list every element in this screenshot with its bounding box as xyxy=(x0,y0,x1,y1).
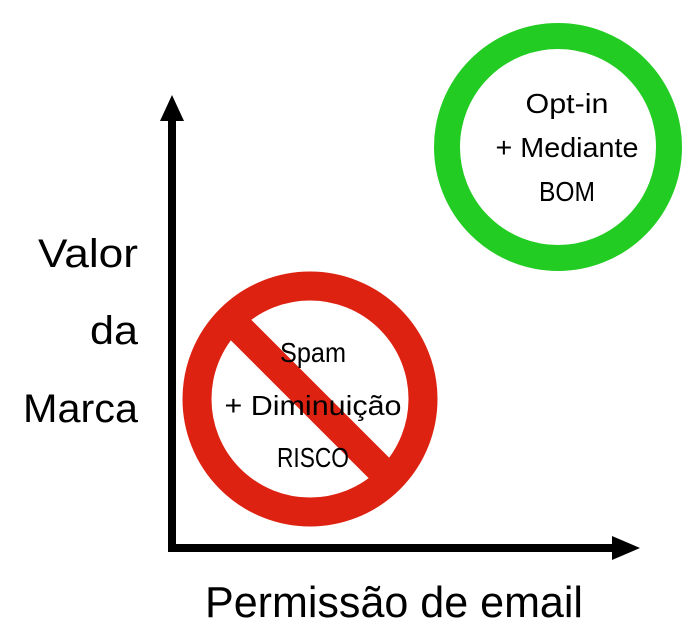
good-zone-ring xyxy=(434,23,682,271)
bad-zone-line-3: RISCO xyxy=(277,442,349,473)
y-axis-label-line-2: da xyxy=(90,309,139,353)
good-zone-line-3: BOM xyxy=(539,176,595,207)
bad-zone-line-1: Spam xyxy=(280,337,346,368)
good-zone-line-2: + Mediante xyxy=(496,132,639,163)
bad-zone: Spam + Diminuição RISCO xyxy=(182,271,438,527)
y-axis-label-line-1: Valor xyxy=(38,232,138,276)
prohibition-circle xyxy=(182,271,438,527)
good-zone: Opt-in + Mediante BOM xyxy=(434,23,682,271)
bad-zone-line-2: + Diminuição xyxy=(225,390,402,421)
y-axis xyxy=(160,95,184,551)
y-axis-arrowhead xyxy=(160,95,184,121)
x-axis-label: Permissão de email xyxy=(205,578,583,625)
prohibition-slash xyxy=(219,308,401,490)
y-axis-label: Valor da Marca xyxy=(23,232,139,431)
y-axis-label-line-3: Marca xyxy=(23,387,139,431)
x-axis-arrowhead xyxy=(612,536,640,560)
good-zone-line-1: Opt-in xyxy=(526,88,609,119)
x-axis xyxy=(168,536,640,560)
